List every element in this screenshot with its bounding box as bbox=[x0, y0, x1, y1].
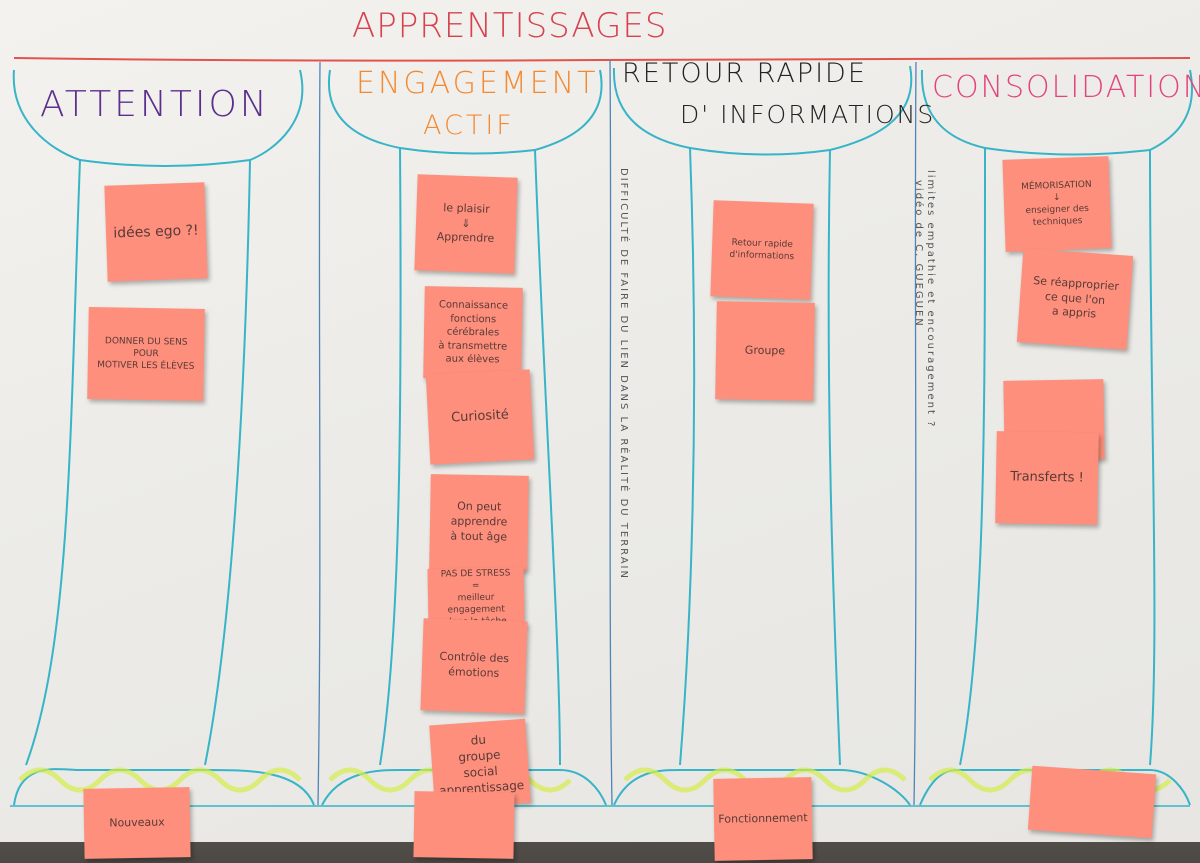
column-heading-retour: RETOUR RAPIDE bbox=[622, 58, 867, 89]
sticky-note: Retour rapide d'informations bbox=[710, 200, 814, 300]
sticky-note: idées ego ?! bbox=[104, 182, 208, 282]
vertical-note-consolidation-1: limites empathie et encouragement ? bbox=[925, 170, 936, 429]
column-heading-attention: ATTENTION bbox=[40, 84, 270, 125]
sticky-note: MÉMORISATION ↓ enseigner des techniques bbox=[1002, 156, 1112, 252]
sticky-note: DONNER DU SENS POUR MOTIVER LES ÉLÈVES bbox=[87, 306, 205, 402]
column-heading-consolidation: CONSOLIDATION bbox=[932, 70, 1200, 105]
sticky-note: Connaissance fonctions cérébrales à tran… bbox=[423, 286, 523, 380]
column-heading-engagement: ENGAGEMENT bbox=[356, 66, 599, 101]
sticky-note: Contrôle des émotions bbox=[420, 618, 528, 714]
sticky-note: Groupe bbox=[715, 301, 815, 401]
sticky-note: Curiosité bbox=[425, 369, 535, 465]
vertical-note-retour: DIFFICULTÉ DE FAIRE DU LIEN DANS LA RÉAL… bbox=[618, 168, 629, 580]
sticky-note: Se réapproprier ce que l'on a appris bbox=[1016, 248, 1134, 350]
column-heading-retour-line2: D' INFORMATIONS bbox=[680, 100, 936, 129]
sticky-note: Fonctionnement bbox=[713, 777, 813, 861]
column-heading-engagement-line2: ACTIF bbox=[423, 110, 515, 141]
sticky-note: Nouveaux bbox=[83, 787, 191, 859]
sticky-note: Transferts ! bbox=[995, 431, 1099, 525]
sticky-note bbox=[1027, 765, 1157, 839]
poster-title: APPRENTISSAGES bbox=[352, 6, 668, 46]
sticky-note: le plaisir ⇓ Apprendre bbox=[414, 174, 518, 274]
sticky-note bbox=[413, 791, 515, 859]
sticky-note: On peut apprendre à tout âge bbox=[429, 474, 529, 571]
vertical-note-consolidation-2: vidéo de C. GUEGUEN bbox=[913, 180, 924, 328]
